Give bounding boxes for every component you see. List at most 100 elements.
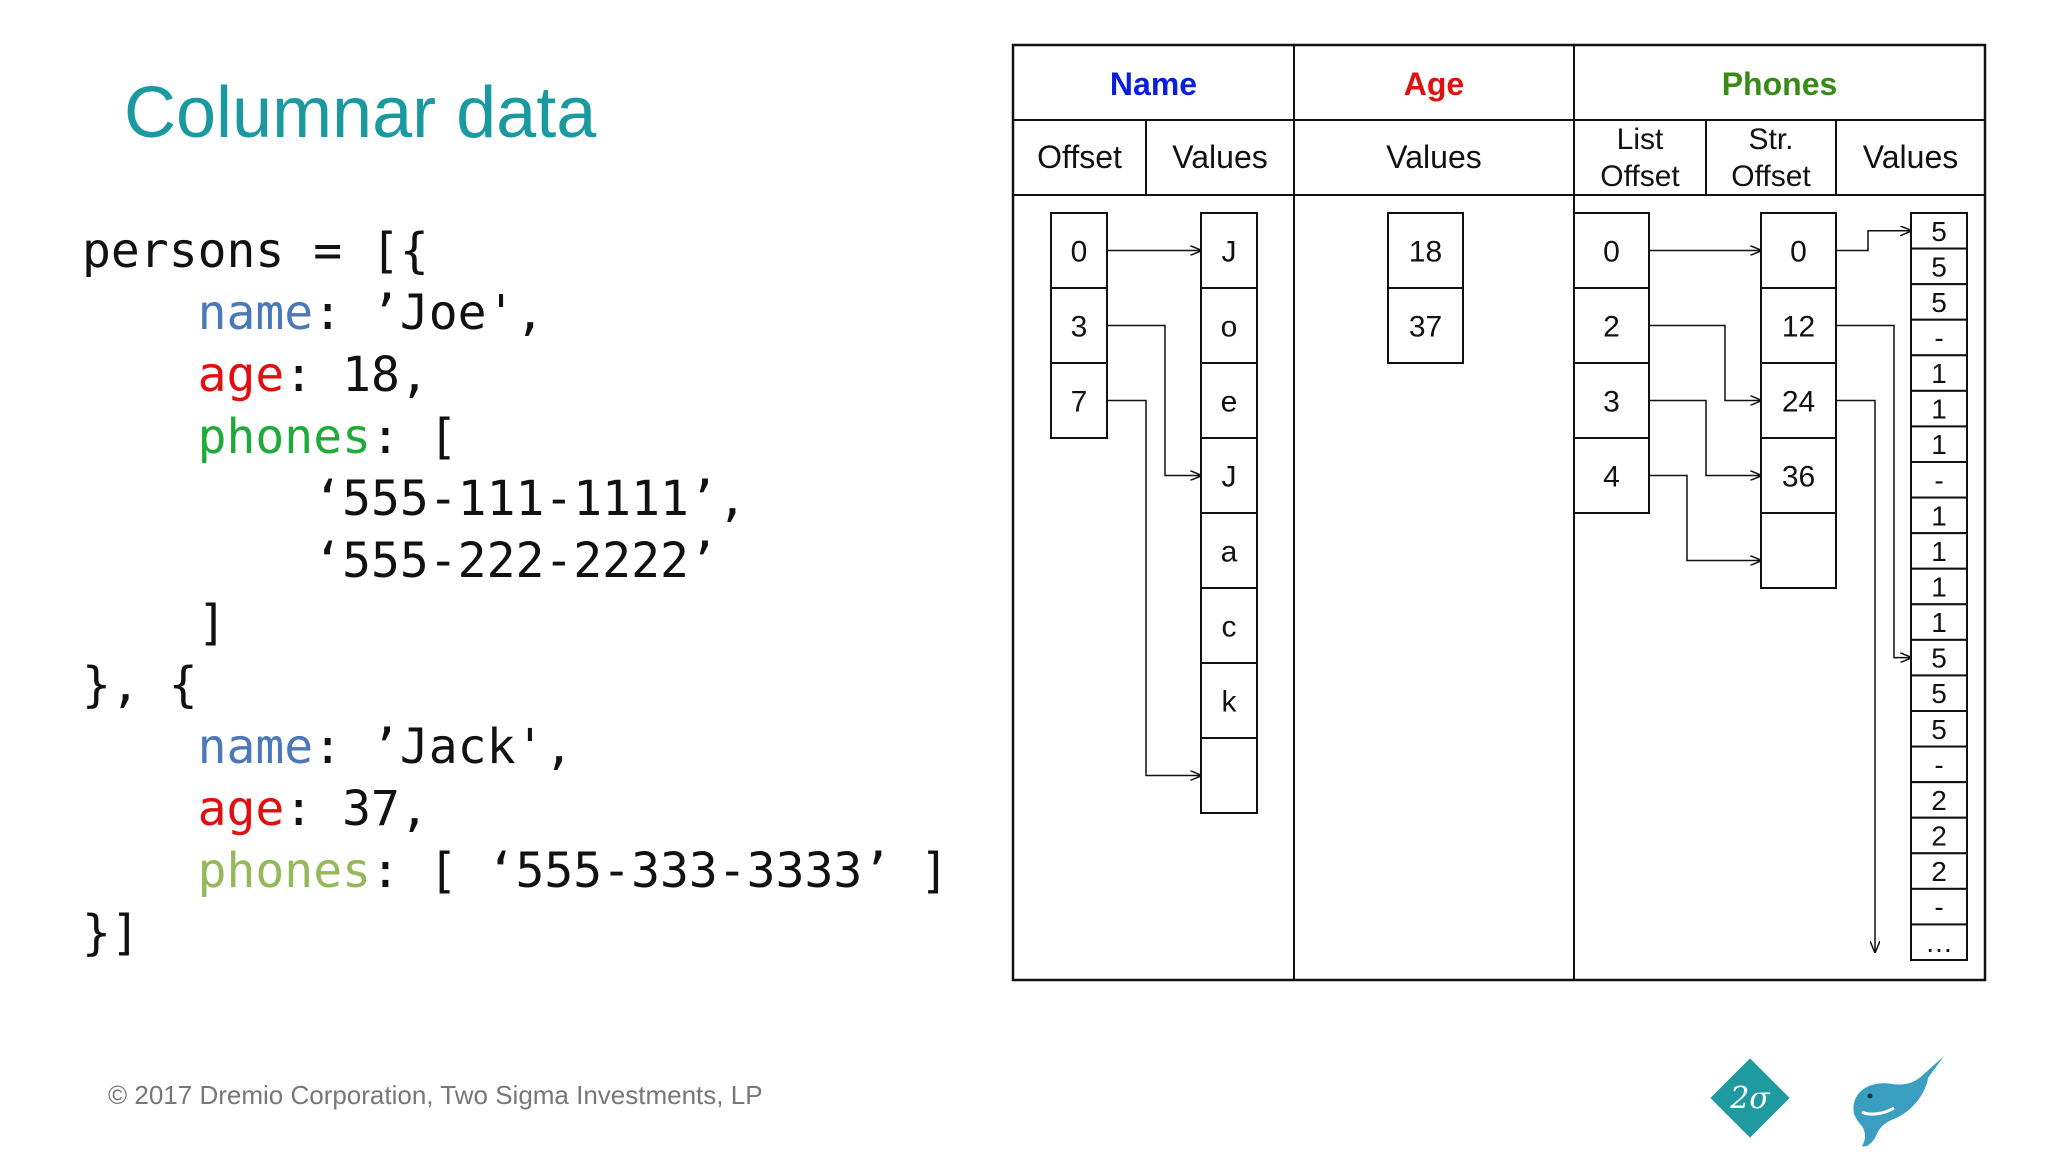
code-block: persons = [{ name: ’Joe', age: 18, phone… <box>82 220 949 964</box>
code-text: }] <box>82 905 140 961</box>
name-value-cell <box>1200 212 1258 289</box>
phone-char-value: - <box>1934 892 1943 923</box>
code-line: ‘555-222-2222’ <box>82 530 949 592</box>
code-key: age <box>197 781 285 837</box>
two-sigma-logo-icon: 2σ <box>1710 1058 1790 1138</box>
phone-char-value: 1 <box>1931 607 1947 638</box>
phone-char-value: 5 <box>1931 643 1947 674</box>
str-offset-cell <box>1760 437 1837 514</box>
code-key: name <box>197 719 314 775</box>
phone-char-cell <box>1910 781 1968 819</box>
name-value-cell <box>1200 587 1258 664</box>
phone-char-value: 1 <box>1931 429 1947 460</box>
name-value-value: a <box>1221 535 1238 568</box>
name-value-cell <box>1200 362 1258 439</box>
phone-char-value: 2 <box>1931 821 1947 852</box>
phone-char-cell <box>1910 425 1968 463</box>
code-key: phones <box>197 843 371 899</box>
name-offset-cell <box>1050 287 1108 364</box>
header-age: Age <box>1404 66 1464 102</box>
str-offset-arrow <box>1836 399 1875 953</box>
code-key: age <box>197 347 285 403</box>
name-value-value: J <box>1222 235 1237 268</box>
phone-char-cell <box>1910 923 1968 962</box>
code-line: age: 18, <box>82 344 949 406</box>
code-text: : [ ‘555-333-3333’ ] <box>370 843 949 899</box>
code-line: phones: [ <box>82 406 949 468</box>
phone-char-value: 1 <box>1931 394 1947 425</box>
code-line: age: 37, <box>82 778 949 840</box>
code-text: : 18, <box>284 347 429 403</box>
list-offset-arrow <box>1649 324 1761 401</box>
code-line: }, { <box>82 654 949 716</box>
code-line: ‘555-111-1111’, <box>82 468 949 530</box>
footer-copyright: © 2017 Dremio Corporation, Two Sigma Inv… <box>108 1080 763 1110</box>
str-offset-arrow <box>1836 324 1911 658</box>
str-offset-cell <box>1760 212 1837 289</box>
code-key: phones <box>197 409 371 465</box>
phone-char-cell <box>1910 603 1968 641</box>
code-line: name: ’Jack', <box>82 716 949 778</box>
list-offset-cell <box>1573 437 1650 514</box>
str-offset-cell <box>1760 362 1837 439</box>
subheader-phones-values: Values <box>1863 139 1958 175</box>
narwhal-logo-icon <box>1853 1056 1944 1147</box>
phone-char-value: 5 <box>1931 216 1947 247</box>
subheader-list-offset: Offset <box>1600 160 1680 193</box>
code-text: }, { <box>82 657 198 713</box>
phone-char-cell <box>1910 638 1968 677</box>
age-value-value: 18 <box>1409 235 1442 268</box>
subheader-name-values: Values <box>1172 139 1267 175</box>
list-offset-value: 4 <box>1603 460 1620 493</box>
table-border <box>1011 43 1987 982</box>
name-offset-value: 7 <box>1071 385 1088 418</box>
list-offset-arrow <box>1649 399 1761 476</box>
subheader-name-offset: Offset <box>1037 139 1122 175</box>
header-name: Name <box>1110 66 1197 102</box>
str-offset-value: 36 <box>1782 460 1815 493</box>
code-text: : ’Joe', <box>313 285 545 341</box>
header-phones: Phones <box>1722 66 1838 102</box>
code-key: name <box>197 285 314 341</box>
list-offset-arrow <box>1649 474 1761 561</box>
phone-char-cell <box>1910 887 1968 926</box>
offset-arrows <box>1107 231 1911 952</box>
name-offset-cell <box>1050 362 1108 439</box>
str-offset-arrow <box>1836 231 1911 252</box>
two-sigma-logo-text: 2σ <box>1729 1081 1771 1116</box>
name-value-value: c <box>1222 610 1237 643</box>
phone-char-cell <box>1910 532 1968 570</box>
name-value-cell <box>1200 662 1258 739</box>
str-offset-value: 12 <box>1782 310 1815 343</box>
code-line: }] <box>82 902 949 964</box>
slide-title: Columnar data <box>124 73 597 153</box>
str-offset-value: 24 <box>1782 385 1815 418</box>
code-line: persons = [{ <box>82 220 949 282</box>
phone-char-value: - <box>1934 323 1943 354</box>
str-offset-value: 0 <box>1790 235 1807 268</box>
phone-char-value: 1 <box>1931 536 1947 567</box>
phone-char-cell <box>1910 212 1968 250</box>
name-value-value: J <box>1222 460 1237 493</box>
name-value-value: k <box>1222 685 1238 718</box>
phone-char-cell <box>1910 247 1968 286</box>
name-offset-value: 3 <box>1071 310 1088 343</box>
name-offset-value: 0 <box>1071 235 1088 268</box>
phone-char-cell <box>1910 496 1968 535</box>
subheader-list-offset: List <box>1617 123 1664 156</box>
list-offset-value: 2 <box>1603 310 1620 343</box>
phone-char-cell <box>1910 283 1968 321</box>
phone-char-cell <box>1910 674 1968 713</box>
phone-char-value: - <box>1934 465 1943 496</box>
list-offset-cell <box>1573 287 1650 364</box>
name-value-cell <box>1200 737 1258 814</box>
phone-char-cell <box>1910 816 1968 855</box>
name-offset-arrow <box>1107 324 1201 476</box>
code-line: name: ’Joe', <box>82 282 949 344</box>
age-value-value: 37 <box>1409 310 1442 343</box>
phone-char-cell <box>1910 318 1968 357</box>
list-offset-value: 0 <box>1603 235 1620 268</box>
code-text: : ’Jack', <box>313 719 574 775</box>
